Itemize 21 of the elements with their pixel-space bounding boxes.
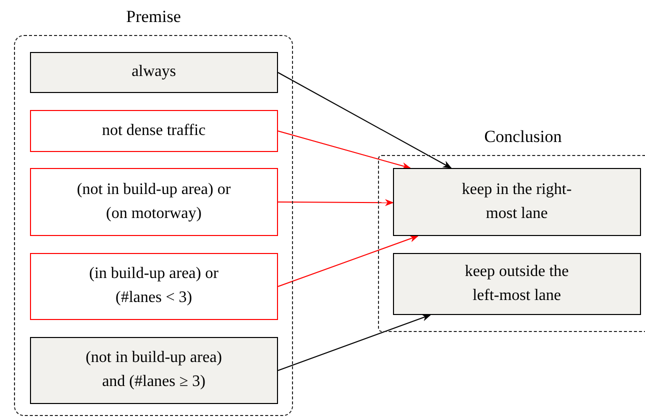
group-heading: Conclusion bbox=[483, 127, 563, 147]
statement-box bbox=[30, 52, 278, 93]
statement-box bbox=[30, 168, 278, 236]
statement-box bbox=[30, 110, 278, 152]
group-heading: Premise bbox=[125, 7, 182, 27]
statement-text: not dense traffic bbox=[102, 120, 206, 141]
statement-box bbox=[30, 252, 278, 320]
statement-box bbox=[392, 252, 641, 315]
statement-text: (in build-up area) or (#lanes < 3) bbox=[88, 264, 220, 308]
statement-text: (not in build-up area) and (#lanes ≥ 3) bbox=[84, 348, 223, 392]
statement-box bbox=[392, 168, 641, 236]
arrow bbox=[278, 130, 411, 170]
statement-text: keep in the right-most lane bbox=[460, 180, 573, 224]
arrow bbox=[278, 314, 432, 371]
statement-box bbox=[30, 336, 278, 404]
arrow bbox=[278, 72, 452, 168]
arrow bbox=[278, 199, 394, 206]
arrow bbox=[278, 235, 419, 287]
statement-text: keep outside the left-most lane bbox=[464, 262, 570, 306]
statement-text: (not in build-up area) or (on motorway) bbox=[76, 180, 232, 224]
statement-text: always bbox=[132, 62, 176, 82]
